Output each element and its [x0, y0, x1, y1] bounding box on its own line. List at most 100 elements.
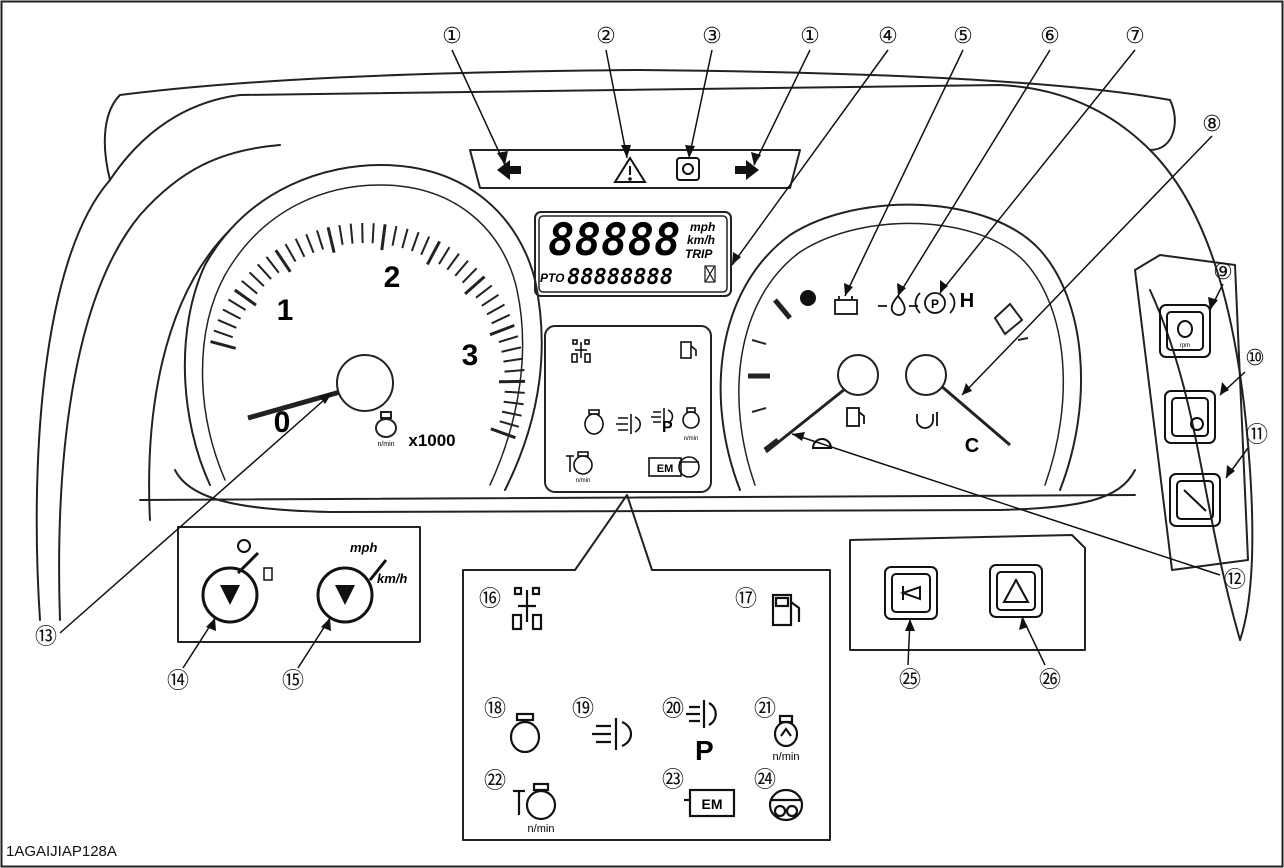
- callout-4: ④: [878, 23, 898, 48]
- engine-rpm-icon: [375, 411, 397, 438]
- fuel-low-icon: [771, 593, 801, 627]
- tach-tick: [504, 369, 525, 373]
- lcd-unit-kmh: km/h: [687, 233, 715, 247]
- tach-tick: [499, 420, 520, 428]
- tach-tick: [461, 267, 478, 284]
- tachometer-scale: [210, 222, 526, 440]
- callout-26: ㉖: [1039, 667, 1061, 692]
- tachometer-bezel: [183, 164, 543, 491]
- callout-10: ⑩: [1245, 345, 1265, 370]
- hazard-button: [989, 564, 1043, 618]
- tach-tick: [241, 280, 258, 295]
- callout-15: ⑮: [282, 668, 304, 693]
- tach-hub: [336, 354, 394, 412]
- glow-plug-icon-small: [678, 456, 700, 478]
- leader-7: [939, 49, 1136, 294]
- dpf-parked-regen-icon: [686, 700, 717, 728]
- turn-left-icon: [497, 160, 521, 180]
- temp-hot-zone: [993, 302, 1024, 336]
- tach-tick: [256, 263, 272, 280]
- callout-25: ㉕: [899, 667, 921, 692]
- callout-21: ㉑: [754, 696, 776, 721]
- battery-charge-icon: [834, 296, 858, 315]
- callout-3: ③: [702, 23, 722, 48]
- callout-20: ⑳: [662, 696, 684, 721]
- fuel-tick-empty: [763, 438, 780, 452]
- engine-rpm-set-icon-small: [566, 451, 593, 475]
- leader-8: [961, 135, 1213, 396]
- center-warning-panel: [544, 325, 712, 493]
- tach-tick: [217, 318, 237, 329]
- tach-tick: [501, 346, 522, 353]
- leader-1a: [451, 49, 506, 166]
- dpf-regen-icon: [1190, 417, 1204, 431]
- temp-tick: [1017, 337, 1029, 341]
- em-icon: [684, 788, 736, 818]
- svg-text:P: P: [931, 297, 939, 311]
- dpf-inhibit-icon: [1183, 489, 1207, 512]
- dpf-regen-button: [1164, 390, 1216, 444]
- em-label-small: EM: [657, 463, 674, 475]
- callout-11: ⑪: [1246, 422, 1268, 447]
- fuel-tick: [751, 339, 767, 345]
- leader-5: [844, 49, 964, 297]
- callout-1a: ①: [442, 23, 462, 48]
- tach-tick: [410, 231, 420, 252]
- tach-tick: [426, 240, 441, 266]
- dashboard-housing: [35, 84, 1254, 641]
- tach-tick: [222, 308, 242, 320]
- fuel-tick-full: [773, 298, 792, 320]
- tach-tick: [338, 224, 344, 245]
- callout-22: ㉒: [484, 768, 506, 793]
- fuel-hub: [837, 354, 879, 396]
- selector-unit-mph: mph: [350, 540, 378, 555]
- engine-rpm-up-icon: [773, 714, 799, 748]
- leader-4: [731, 49, 889, 266]
- right-gauge-bezel: [719, 203, 1083, 491]
- tach-tick: [305, 233, 315, 254]
- tach-tick: [446, 253, 460, 271]
- fuel-low-icon-small: [680, 341, 697, 359]
- leader-1b: [753, 49, 811, 166]
- temp-hub: [905, 354, 947, 396]
- tach-tick: [438, 246, 451, 265]
- lcd-pto-label: PTO: [540, 271, 565, 285]
- em-label: EM: [702, 796, 723, 812]
- dpf-parked-regen-icon-small: [651, 408, 674, 426]
- temp-needle: [939, 383, 1011, 447]
- down-triangle-icon: [220, 585, 240, 605]
- tach-tick: [326, 226, 336, 253]
- tach-tick: [503, 357, 524, 363]
- leader-3: [688, 49, 713, 159]
- tach-tick: [475, 284, 493, 299]
- glow-plug-icon: [768, 788, 804, 822]
- tach-tick: [213, 329, 234, 339]
- tach-tick: [248, 271, 265, 287]
- dpf-icon-small: [616, 414, 642, 434]
- tach-tick: [490, 427, 516, 440]
- callout-8: ⑧: [1202, 111, 1222, 136]
- selector-button-15: [316, 566, 374, 624]
- tach-tick: [420, 236, 431, 256]
- callout-1b: ①: [800, 23, 820, 48]
- lcd-trip: TRIP: [685, 247, 713, 261]
- park-letter: P: [695, 735, 714, 766]
- temp-high-label: H: [960, 290, 974, 312]
- selector-unit-kmh: km/h: [377, 571, 407, 586]
- tach-tick: [481, 293, 500, 307]
- callout-23: ㉓: [662, 767, 684, 792]
- rpm-unit-small-2: n/min: [576, 478, 591, 484]
- parking-brake-icon: [914, 292, 956, 314]
- dpf-icon: [592, 718, 633, 750]
- horn-icon: [899, 585, 921, 601]
- figure-code: 1AGAIJIAP128A: [6, 843, 117, 860]
- tach-tick: [454, 259, 469, 277]
- tach-tick: [498, 335, 519, 344]
- callout-7: ⑦: [1125, 23, 1145, 48]
- tach-tick: [491, 313, 511, 325]
- tach-tick: [371, 223, 375, 244]
- fuel-needle: [765, 383, 851, 454]
- selector-button-14: [201, 566, 259, 624]
